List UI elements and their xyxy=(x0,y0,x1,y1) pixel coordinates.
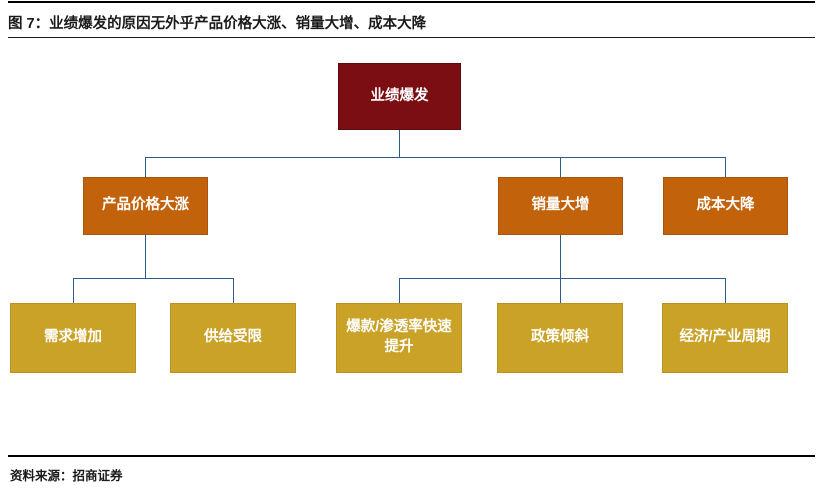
node-sales-volume-label: 销量大增 xyxy=(531,197,590,214)
edge-volume-bus xyxy=(399,278,725,279)
top-rule xyxy=(8,1,815,3)
edge-to-cost-node xyxy=(725,157,726,177)
edge-to-hotproduct-node xyxy=(399,278,400,303)
source-note: 资料来源：招商证券 xyxy=(10,469,123,483)
edge-root-down xyxy=(399,130,400,157)
edge-price-down xyxy=(145,235,146,278)
node-demand-increase-label: 需求增加 xyxy=(44,329,102,346)
page-title: 业绩爆发的原因无外乎产品价格大涨、销量大增、成本大降 xyxy=(49,15,427,32)
node-policy-support[interactable]: 政策倾斜 xyxy=(497,303,623,373)
node-hot-product-penetration-label: 爆款/渗透率快速提升 xyxy=(346,319,452,355)
figure-header: 图 7： 业绩爆发的原因无外乎产品价格大涨、销量大增、成本大降 xyxy=(8,8,815,36)
node-root-label: 业绩爆发 xyxy=(370,87,429,104)
edge-level2-bus xyxy=(145,157,725,158)
figure-label: 图 7： xyxy=(8,15,50,32)
edge-to-supply-node xyxy=(233,278,234,303)
node-sales-volume[interactable]: 销量大增 xyxy=(498,177,623,235)
bottom-rule xyxy=(8,455,815,457)
edge-volume-down xyxy=(560,235,561,278)
title-divider xyxy=(8,37,815,38)
node-economic-industry-cycle-label: 经济/产业周期 xyxy=(679,329,771,346)
node-economic-industry-cycle[interactable]: 经济/产业周期 xyxy=(662,303,788,373)
node-product-price[interactable]: 产品价格大涨 xyxy=(83,177,208,235)
node-hot-product-penetration[interactable]: 爆款/渗透率快速提升 xyxy=(336,303,462,373)
edge-price-bus xyxy=(73,278,233,279)
edge-to-cycle-node xyxy=(725,278,726,303)
edge-to-demand-node xyxy=(73,278,74,303)
node-cost-drop[interactable]: 成本大降 xyxy=(663,177,788,235)
node-product-price-label: 产品价格大涨 xyxy=(102,197,189,214)
node-policy-support-label: 政策倾斜 xyxy=(531,329,589,346)
node-cost-drop-label: 成本大降 xyxy=(696,197,755,214)
edge-to-volume-node xyxy=(560,157,561,177)
node-root[interactable]: 业绩爆发 xyxy=(338,63,461,130)
edge-to-policy-node xyxy=(560,278,561,303)
node-supply-limited-label: 供给受限 xyxy=(204,329,262,346)
node-demand-increase[interactable]: 需求增加 xyxy=(10,303,136,373)
node-supply-limited[interactable]: 供给受限 xyxy=(170,303,296,373)
diagram-canvas: 业绩爆发 产品价格大涨 销量大增 成本大降 需求增加 供给受限 爆款/渗透率快速… xyxy=(0,38,823,452)
edge-to-price-node xyxy=(145,157,146,177)
